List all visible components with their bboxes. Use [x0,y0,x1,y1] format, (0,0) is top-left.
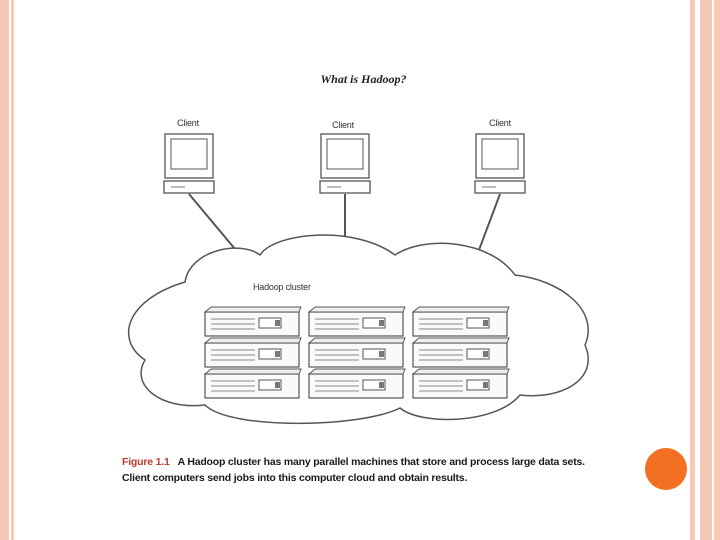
figure-title: What is Hadoop? [320,72,407,86]
server-rack [203,306,510,399]
right-border-decoration [690,0,695,540]
client-label: Client [332,120,354,130]
server-unit [411,337,510,368]
caption-text: A Hadoop cluster has many parallel machi… [122,456,585,484]
connection-line [188,193,241,256]
server-unit [203,368,302,399]
figure-number: Figure 1.1 [122,456,170,468]
server-unit [411,368,510,399]
server-unit [307,368,406,399]
client-label: Client [489,118,511,128]
right-border-decoration [714,0,720,540]
right-border-decoration [700,0,712,540]
client-computer [163,133,215,194]
cluster-label: Hadoop cluster [253,282,311,292]
server-unit [411,306,510,337]
server-unit [307,337,406,368]
server-unit [203,306,302,337]
server-unit [307,306,406,337]
accent-circle [645,448,687,490]
client-label: Client [177,118,199,128]
left-border-decoration [0,0,14,540]
server-unit [203,337,302,368]
client-computer [474,133,526,194]
client-computer [319,133,371,194]
